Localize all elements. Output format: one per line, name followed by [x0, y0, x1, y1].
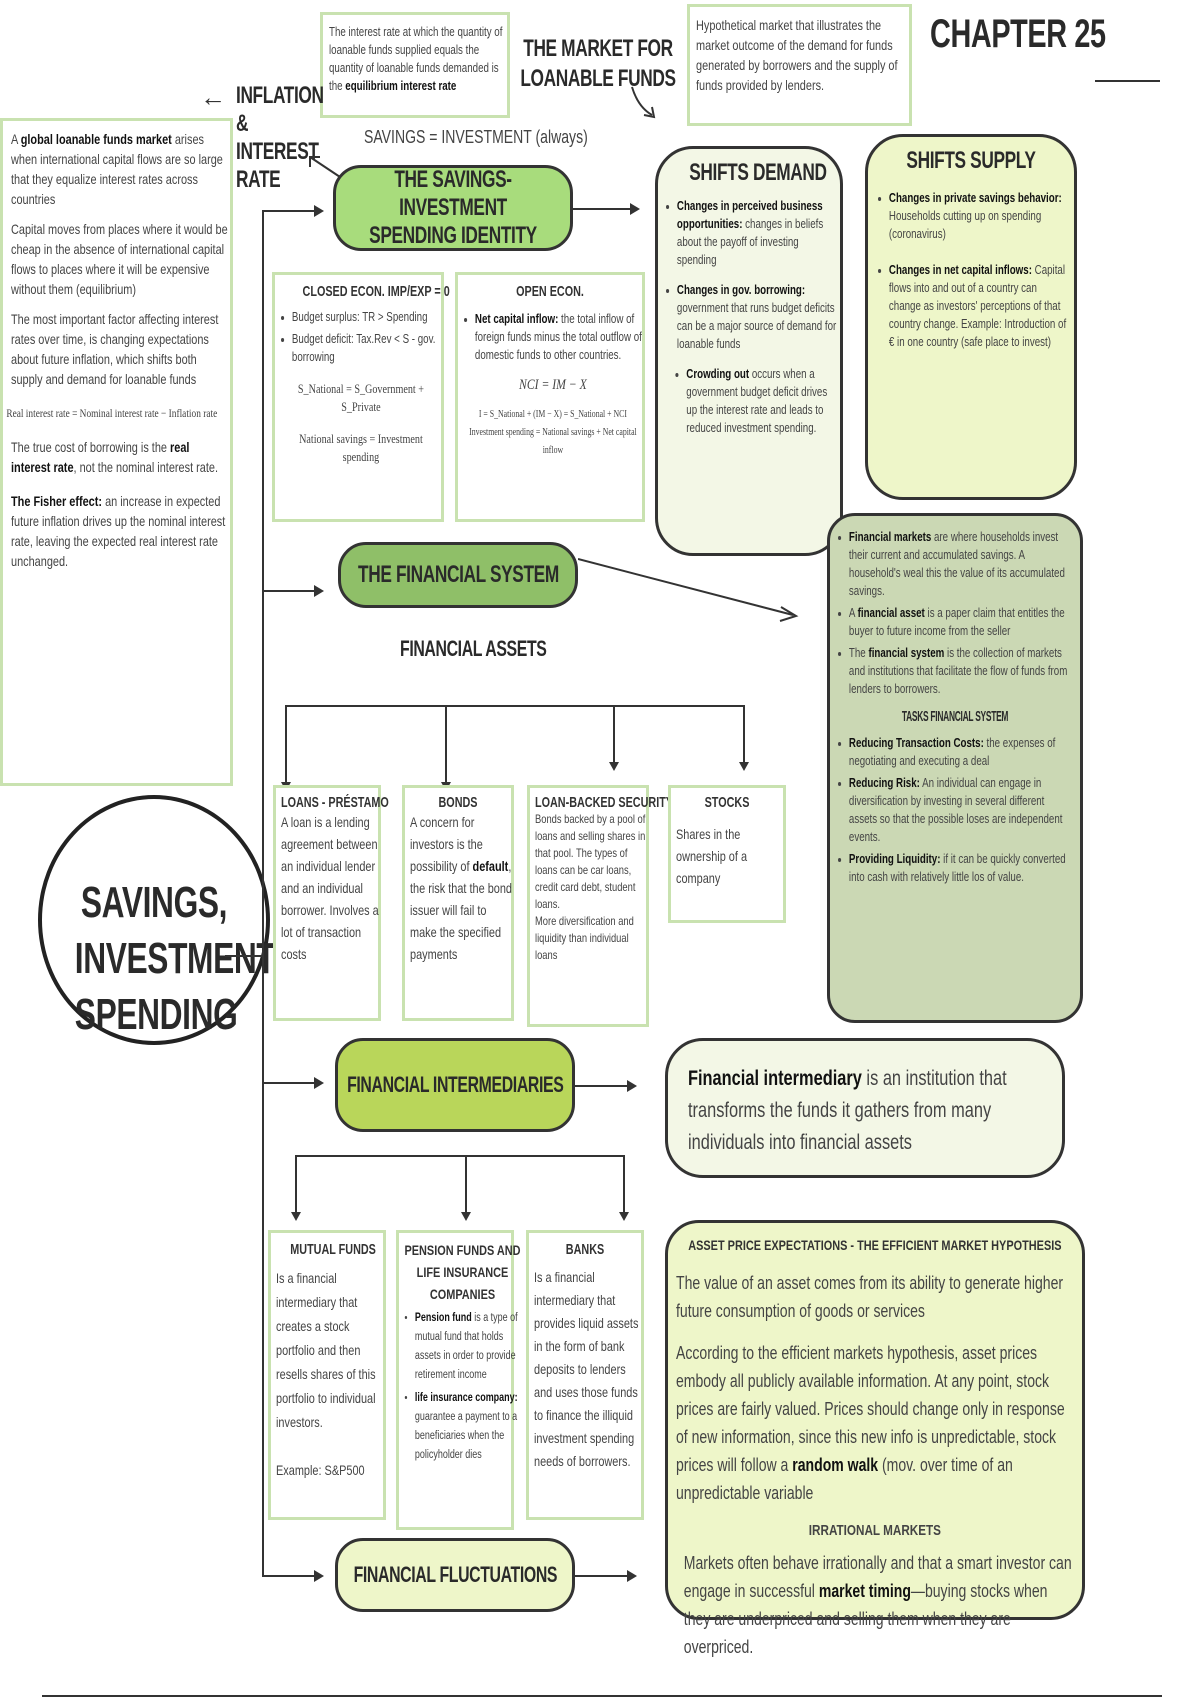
identity-arrow	[309, 156, 341, 178]
savings-eq-investment: SAVINGS = INVESTMENT (always)	[364, 127, 588, 147]
bonds-card: BONDS A concern for investors is the pos…	[402, 785, 514, 1021]
market-title: THE MARKET FOR LOANABLE FUNDS	[520, 35, 676, 92]
pension-funds-card: PENSION FUNDS AND LIFE INSURANCE COMPANI…	[396, 1230, 521, 1530]
chapter-title: CHAPTER 25	[930, 12, 1106, 56]
spine-line	[262, 210, 264, 1575]
financial-system-pill[interactable]: THE FINANCIAL SYSTEM	[338, 542, 578, 608]
stocks-card: STOCKS Shares in the ownership of a comp…	[668, 785, 786, 923]
identity-pill[interactable]: THE SAVINGS-INVESTMENT SPENDING IDENTITY	[333, 165, 573, 251]
left-arrow-icon: ←	[200, 82, 226, 112]
financial-markets-box: Financial markets are where households i…	[827, 513, 1083, 1023]
financial-assets-label: FINANCIAL ASSETS	[400, 636, 547, 661]
shifts-supply-box: SHIFTS SUPPLY Changes in private savings…	[865, 134, 1077, 500]
chapter-underline	[1095, 80, 1160, 82]
loans-card: LOANS - PRÉSTAMO A loan is a lending agr…	[273, 785, 389, 1021]
equilibrium-note-text: The interest rate at which the quantity …	[329, 25, 503, 93]
financial-system-arrow	[578, 558, 799, 622]
equilibrium-note: The interest rate at which the quantity …	[320, 12, 510, 118]
financial-fluctuations-pill[interactable]: FINANCIAL FLUCTUATIONS	[335, 1538, 575, 1612]
real-rate-formula: Real interest rate = Nominal interest ra…	[6, 406, 218, 420]
intermediary-definition: Financial intermediary is an institution…	[665, 1038, 1065, 1178]
center-circle-text: SAVINGS, INVESTMENT, SPENDING	[74, 878, 281, 1039]
banks-card: BANKS Is a financial intermediary that p…	[526, 1230, 644, 1520]
market-note: Hypothetical market that illustrates the…	[687, 4, 912, 126]
efficient-market-box: ASSET PRICE EXPECTATIONS - THE EFFICIENT…	[665, 1220, 1085, 1657]
center-circle	[38, 795, 270, 1045]
circle-connector	[225, 955, 263, 957]
page-bottom-rule	[42, 1695, 1162, 1697]
loan-backed-security-card: LOAN-BACKED SECURITY Bonds backed by a p…	[527, 785, 673, 1027]
open-econ-box: OPEN ECON. Net capital inflow: the total…	[455, 272, 645, 522]
mutual-funds-card: MUTUAL FUNDS Is a financial intermediary…	[268, 1230, 386, 1520]
closed-econ-box: CLOSED ECON. IMP/EXP = 0 Budget surplus:…	[272, 272, 450, 522]
shifts-demand-box: SHIFTS DEMAND Changes in perceived busin…	[655, 146, 843, 556]
market-arrow	[631, 86, 656, 119]
financial-intermediaries-pill[interactable]: FINANCIAL INTERMEDIARIES	[335, 1038, 575, 1132]
equilibrium-note-bold: equilibrium interest rate	[345, 79, 457, 93]
left-panel: A global loanable funds market arises wh…	[0, 118, 233, 786]
